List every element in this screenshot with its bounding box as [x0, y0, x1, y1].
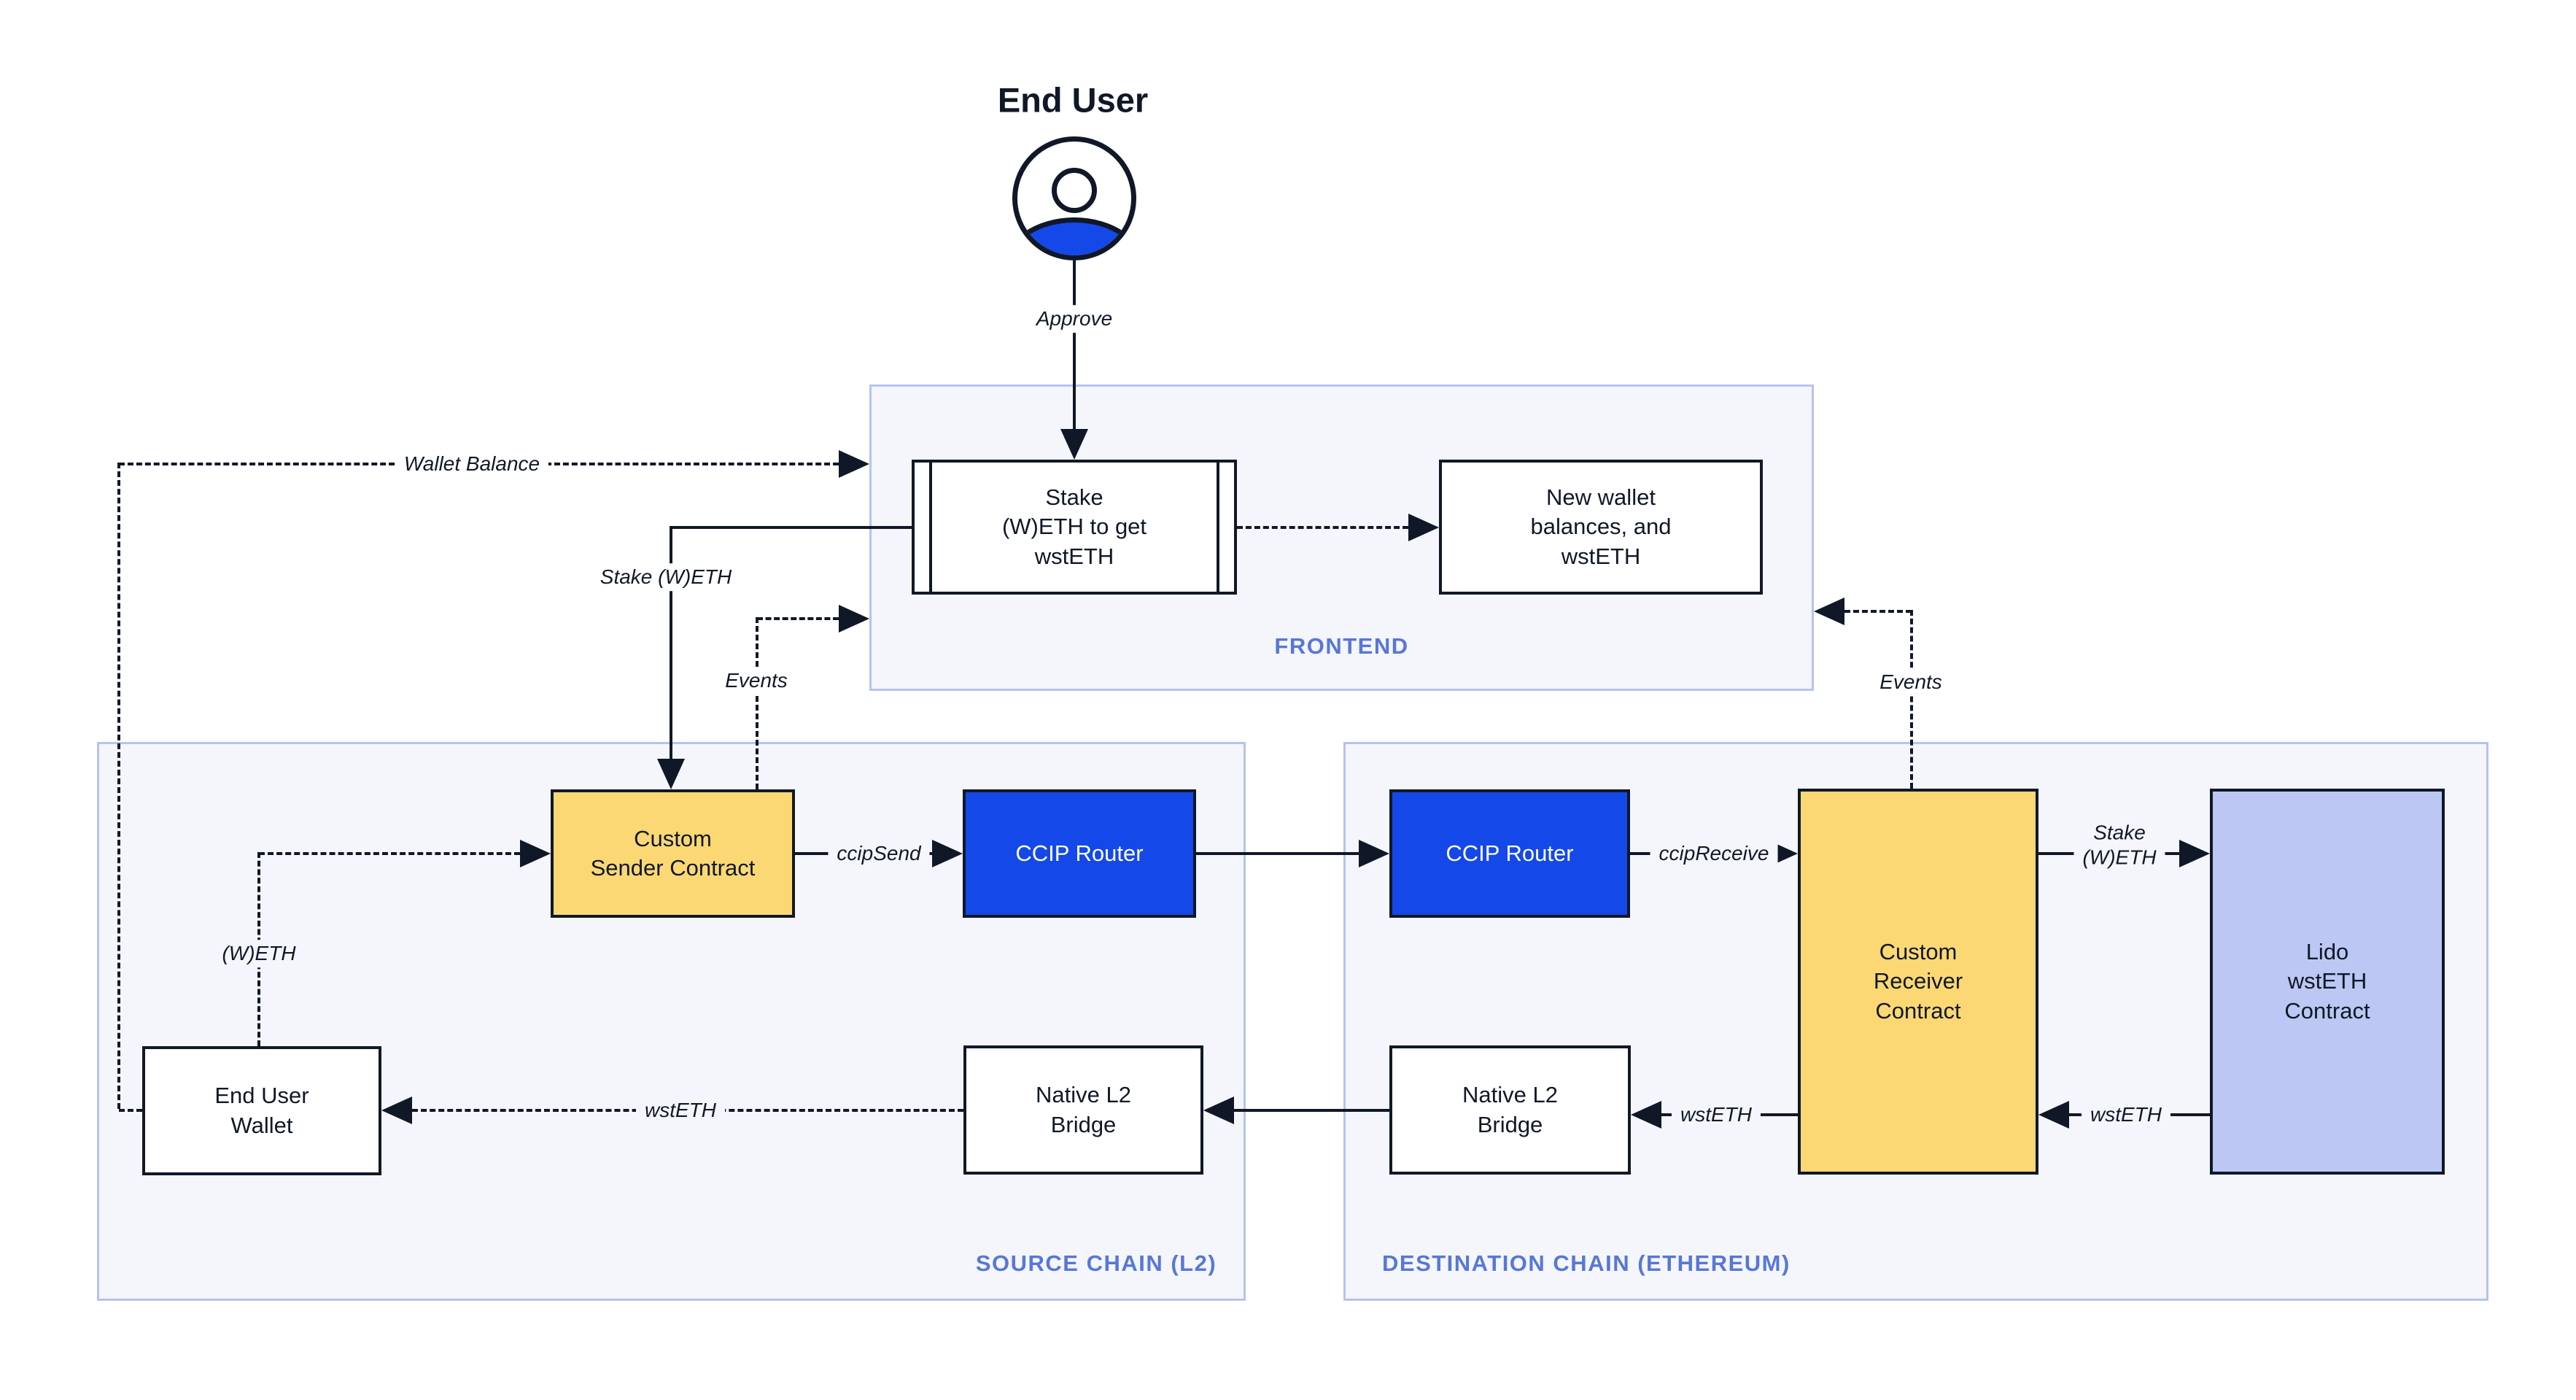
edge-wsteth-lido-to-receiver-arrowhead [2038, 1101, 2069, 1129]
edge-wallet-balance-arrowhead [839, 450, 869, 478]
edge-stake-weth-arrowhead [657, 759, 685, 789]
edge-events-left-arrowhead [839, 605, 869, 633]
wsteth-lido-edge-label: wstETH [2082, 1101, 2170, 1129]
destination-chain-zone-label: DESTINATION CHAIN (ETHEREUM) [1382, 1250, 1791, 1276]
edge-approve-line [1073, 260, 1076, 429]
ccip-router-source-box: CCIP Router [963, 789, 1196, 918]
stake-weth-process-box: Stake (W)ETH to get wstETH [912, 460, 1237, 595]
custom-sender-contract-label: Custom Sender Contract [590, 825, 756, 881]
edge-stake-weth-lido-arrowhead [2179, 840, 2210, 867]
edge-stake-weth-vertical [670, 526, 672, 759]
lido-wsteth-contract-box: Lido wstETH Contract [2210, 789, 2445, 1175]
edge-approve-arrowhead [1060, 429, 1088, 460]
stake-weth-process-label: Stake (W)ETH to get wstETH [1001, 484, 1147, 569]
process-bar-left [929, 463, 932, 592]
stake-weth-edge-label: Stake (W)ETH [591, 563, 741, 591]
edge-events-right-arrowhead [1814, 597, 1844, 625]
events-right-edge-label: Events [1871, 668, 1951, 696]
edge-stake-weth-horizontal [671, 526, 912, 529]
source-chain-zone-label: SOURCE CHAIN (L2) [975, 1250, 1217, 1276]
process-bar-right [1217, 463, 1219, 592]
edge-wsteth-bridge-to-wallet-arrowhead [381, 1097, 412, 1124]
edge-wallet-balance-stub [119, 1109, 142, 1112]
native-l2-bridge-destination-label: Native L2 Bridge [1462, 1082, 1558, 1137]
edge-events-left-vertical [756, 617, 759, 789]
edge-ccipsend-arrowhead [932, 840, 963, 867]
new-wallet-balances-label: New wallet balances, and wstETH [1530, 484, 1672, 569]
edge-wallet-balance-vertical [117, 463, 120, 1109]
edge-router-to-router-line [1196, 852, 1359, 855]
end-user-title: End User [997, 80, 1149, 120]
new-wallet-balances-box: New wallet balances, and wstETH [1439, 460, 1763, 595]
wallet-balance-edge-label: Wallet Balance [395, 450, 549, 478]
end-user-icon [1012, 136, 1136, 260]
native-l2-bridge-source-label: Native L2 Bridge [1036, 1082, 1131, 1137]
edge-weth-arrowhead [520, 840, 551, 867]
wsteth-receiver-edge-label: wstETH [1672, 1101, 1761, 1129]
end-user-icon-head [1052, 168, 1097, 213]
edge-router-to-router-arrowhead [1359, 840, 1389, 867]
events-left-edge-label: Events [716, 667, 796, 695]
ccip-router-destination-box: CCIP Router [1389, 789, 1630, 918]
custom-sender-contract-box: Custom Sender Contract [551, 789, 795, 918]
frontend-zone-label: FRONTEND [1274, 633, 1409, 659]
edge-stake-to-newwallet-arrowhead [1408, 514, 1439, 541]
edge-wsteth-receiver-to-bridge-arrowhead [1631, 1101, 1661, 1129]
end-user-wallet-box: End User Wallet [142, 1046, 381, 1175]
custom-receiver-contract-label: Custom Receiver Contract [1873, 939, 1963, 1024]
approve-edge-label: Approve [1027, 305, 1122, 333]
native-l2-bridge-destination-box: Native L2 Bridge [1389, 1045, 1631, 1175]
stake-weth-lido-edge-label: Stake (W)ETH [2073, 819, 2165, 871]
edge-bridge-to-bridge-arrowhead [1203, 1097, 1234, 1124]
edge-bridge-to-bridge-line [1234, 1109, 1389, 1112]
ccip-router-source-label: CCIP Router [1015, 840, 1144, 866]
lido-wsteth-contract-label: Lido wstETH Contract [2284, 939, 2370, 1024]
weth-edge-label: (W)ETH [213, 940, 305, 967]
ccip-router-destination-label: CCIP Router [1446, 840, 1574, 866]
edge-events-left-horizontal [757, 617, 839, 620]
end-user-icon-torso [1017, 217, 1131, 255]
edge-events-right-vertical [1910, 610, 1913, 789]
ccipreceive-edge-label: ccipReceive [1650, 840, 1778, 867]
ccipsend-edge-label: ccipSend [828, 840, 930, 867]
end-user-wallet-label: End User Wallet [214, 1083, 309, 1138]
edge-events-right-horizontal [1844, 610, 1912, 613]
edge-weth-horizontal [259, 852, 520, 855]
wsteth-bridge-edge-label: wstETH [636, 1097, 725, 1124]
native-l2-bridge-source-box: Native L2 Bridge [963, 1045, 1203, 1175]
edge-stake-to-newwallet-line [1237, 526, 1408, 529]
custom-receiver-contract-box: Custom Receiver Contract [1798, 789, 2038, 1175]
